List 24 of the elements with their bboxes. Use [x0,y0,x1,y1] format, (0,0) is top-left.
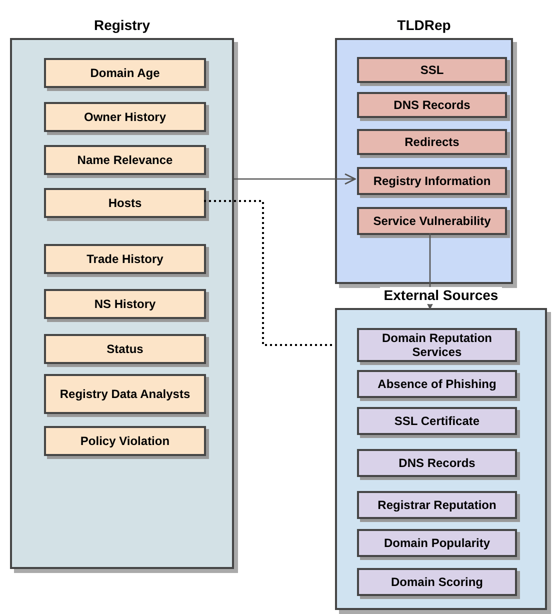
item-box: Owner History [44,102,206,132]
item-box: Domain Scoring [357,568,517,596]
item-box: Domain Reputation Services [357,328,517,362]
item-box: Domain Age [44,58,206,88]
group-heading: External Sources [380,287,502,304]
item-box: Registrar Reputation [357,491,517,519]
item-box: Registry Information [357,167,507,195]
item-box: Policy Violation [44,426,206,456]
item-box: Status [44,334,206,364]
item-box: Hosts [44,188,206,218]
arrow [234,173,356,185]
item-box: SSL Certificate [357,407,517,435]
item-box: Service Vulnerability [357,207,507,235]
item-box: NS History [44,289,206,319]
item-box: DNS Records [357,92,507,118]
item-box: Name Relevance [44,145,206,175]
item-box: Redirects [357,129,507,155]
item-box: Trade History [44,244,206,274]
item-box: Domain Popularity [357,529,517,557]
item-box: DNS Records [357,449,517,477]
item-box: SSL [357,57,507,83]
item-box: Absence of Phishing [357,370,517,398]
dotted-connector [204,200,335,346]
item-box: Registry Data Analysts [44,374,206,414]
